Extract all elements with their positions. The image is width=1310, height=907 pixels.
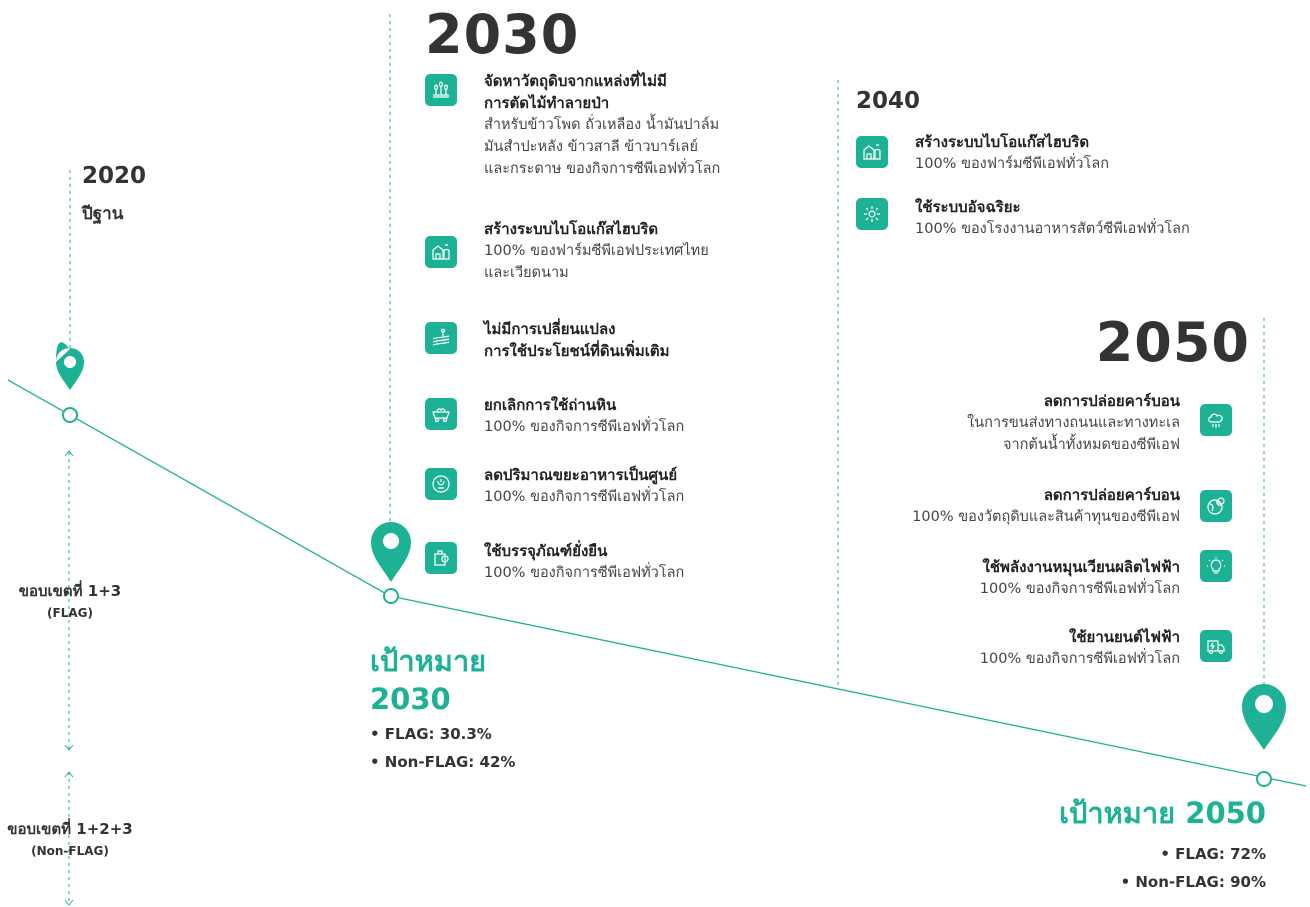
item-title: สร้างระบบไบโอแก๊สไฮบริด [915, 133, 1090, 151]
item-title: การตัดไม้ทำลายป่า [484, 94, 610, 112]
bulb-icon [1200, 550, 1232, 582]
item-desc: 100% ของโรงงานอาหารสัตว์ซีพีเอฟทั่วโลก [915, 221, 1190, 237]
map-pin-icon [371, 522, 411, 582]
item-desc: ในการขนส่งทางถนนและทางทะเล [967, 415, 1180, 431]
item-title: จัดหาวัตถุดิบจากแหล่งที่ไม่มี [484, 72, 667, 90]
target-2030-title: เป้าหมาย [370, 644, 487, 678]
item-2030-5: ลดปริมาณขยะอาหารเป็นศูนย์ 100% ของกิจการ… [484, 464, 684, 508]
sprout-icon [425, 74, 457, 106]
item-title: ลดการปล่อยคาร์บอน [1043, 392, 1180, 410]
item-title: ยกเลิกการใช้ถ่านหิน [484, 396, 617, 414]
target-2050-nonflag: • Non-FLAG: 90% [1120, 873, 1266, 891]
globe-co2-icon [1200, 490, 1232, 522]
target-2030-year: 2030 [370, 682, 451, 716]
item-title: ลดปริมาณขยะอาหารเป็นศูนย์ [484, 466, 678, 484]
scope-nonflag: ขอบเขตที่ 1+2+3 (Non-FLAG) [0, 818, 140, 862]
item-title: ใช้ระบบอัจฉริยะ [915, 198, 1021, 216]
milestone-dot-2030 [383, 588, 399, 604]
item-2040-1: สร้างระบบไบโอแก๊สไฮบริด 100% ของฟาร์มซีพ… [915, 131, 1109, 175]
item-2030-6: ใช้บรรจุภัณฑ์ยั่งยืน 100% ของกิจการซีพีเ… [484, 540, 684, 584]
item-2050-4: ใช้ยานยนต์ไฟฟ้า 100% ของกิจการซีพีเอฟทั่… [980, 626, 1180, 670]
scope-flag: ขอบเขตที่ 1+3 (FLAG) [0, 580, 140, 624]
smart-system-icon [856, 198, 888, 230]
target-2030-flag: • FLAG: 30.3% [370, 725, 492, 743]
eco-package-icon [425, 542, 457, 574]
target-2050: เป้าหมาย 2050 • FLAG: 72% • Non-FLAG: 90… [1059, 794, 1266, 896]
item-desc: 100% ของกิจการซีพีเอฟทั่วโลก [484, 419, 685, 435]
item-desc: และกระดาษ ของกิจการซีพีเอฟทั่วโลก [484, 161, 721, 177]
ev-truck-icon [1200, 630, 1232, 662]
item-2050-3: ใช้พลังงานหมุนเวียนผลิตไฟฟ้า 100% ของกิจ… [980, 556, 1180, 600]
cloud-co2-icon [1200, 404, 1232, 436]
year-2050-heading: 2050 [1095, 311, 1250, 374]
item-2030-1: จัดหาวัตถุดิบจากแหล่งที่ไม่มี การตัดไม้ท… [484, 70, 720, 180]
item-title: การใช้ประโยชน์ที่ดินเพิ่มเติม [484, 342, 670, 360]
item-2030-4: ยกเลิกการใช้ถ่านหิน 100% ของกิจการซีพีเอ… [484, 394, 684, 438]
item-desc: 100% ของกิจการซีพีเอฟทั่วโลก [484, 565, 685, 581]
item-desc: และเวียดนาม [484, 265, 569, 281]
item-desc: 100% ของวัตถุดิบและสินค้าทุนของซีพีเอฟ [912, 509, 1180, 525]
biogas-farm-icon [425, 236, 457, 268]
item-desc: 100% ของกิจการซีพีเอฟทั่วโลก [484, 489, 685, 505]
item-2030-3: ไม่มีการเปลี่ยนแปลง การใช้ประโยชน์ที่ดิน… [484, 318, 670, 362]
coal-cart-icon [425, 398, 457, 430]
target-2050-flag: • FLAG: 72% [1160, 845, 1266, 863]
scope-flag-title: ขอบเขตที่ 1+3 [18, 582, 122, 600]
item-2040-2: ใช้ระบบอัจฉริยะ 100% ของโรงงานอาหารสัตว์… [915, 196, 1190, 240]
target-2030-nonflag: • Non-FLAG: 42% [370, 753, 516, 771]
item-desc: สำหรับข้าวโพด ถั่วเหลือง น้ำมันปาล์ม [484, 117, 720, 133]
target-2050-title: เป้าหมาย 2050 [1059, 796, 1266, 830]
item-desc: จากต้นน้ำทั้งหมดของซีพีเอฟ [1002, 437, 1180, 453]
item-desc: 100% ของฟาร์มซีพีเอฟทั่วโลก [915, 156, 1110, 172]
land-use-icon [425, 322, 457, 354]
item-desc: 100% ของฟาร์มซีพีเอฟประเทศไทย [484, 243, 709, 259]
target-2030: เป้าหมาย 2030 • FLAG: 30.3% • Non-FLAG: … [370, 642, 515, 776]
milestone-dot-2020 [62, 407, 78, 423]
food-waste-icon [425, 468, 457, 500]
scope-nonflag-sub: (Non-FLAG) [31, 844, 109, 858]
item-title: ใช้บรรจุภัณฑ์ยั่งยืน [484, 542, 608, 560]
map-pin-icon [1242, 684, 1286, 750]
trend-line [389, 595, 1307, 787]
year-2040-heading: 2040 [856, 88, 921, 114]
item-title: ไม่มีการเปลี่ยนแปลง [484, 320, 616, 338]
scope-nonflag-title: ขอบเขตที่ 1+2+3 [7, 820, 133, 838]
item-title: ใช้พลังงานหมุนเวียนผลิตไฟฟ้า [982, 558, 1180, 576]
item-desc: มันสำปะหลัง ข้าวสาลี ข้าวบาร์เลย์ [484, 139, 698, 155]
milestone-dot-2050 [1256, 771, 1272, 787]
year-2030-heading: 2030 [425, 3, 580, 66]
scope-flag-sub: (FLAG) [47, 606, 93, 620]
item-2030-2: สร้างระบบไบโอแก๊สไฮบริด 100% ของฟาร์มซีพ… [484, 218, 709, 284]
item-title: สร้างระบบไบโอแก๊สไฮบริด [484, 220, 659, 238]
item-2050-1: ลดการปล่อยคาร์บอน ในการขนส่งทางถนนและทาง… [967, 390, 1180, 456]
baseline-year: 2020 [82, 163, 147, 189]
item-title: ใช้ยานยนต์ไฟฟ้า [1069, 628, 1180, 646]
map-pin-icon [56, 342, 84, 390]
item-title: ลดการปล่อยคาร์บอน [1043, 486, 1180, 504]
item-2050-2: ลดการปล่อยคาร์บอน 100% ของวัตถุดิบและสิน… [912, 484, 1180, 528]
item-desc: 100% ของกิจการซีพีเอฟทั่วโลก [979, 581, 1180, 597]
item-desc: 100% ของกิจการซีพีเอฟทั่วโลก [979, 651, 1180, 667]
biogas-farm-icon [856, 136, 888, 168]
baseline-label: ปีฐาน [82, 204, 124, 224]
